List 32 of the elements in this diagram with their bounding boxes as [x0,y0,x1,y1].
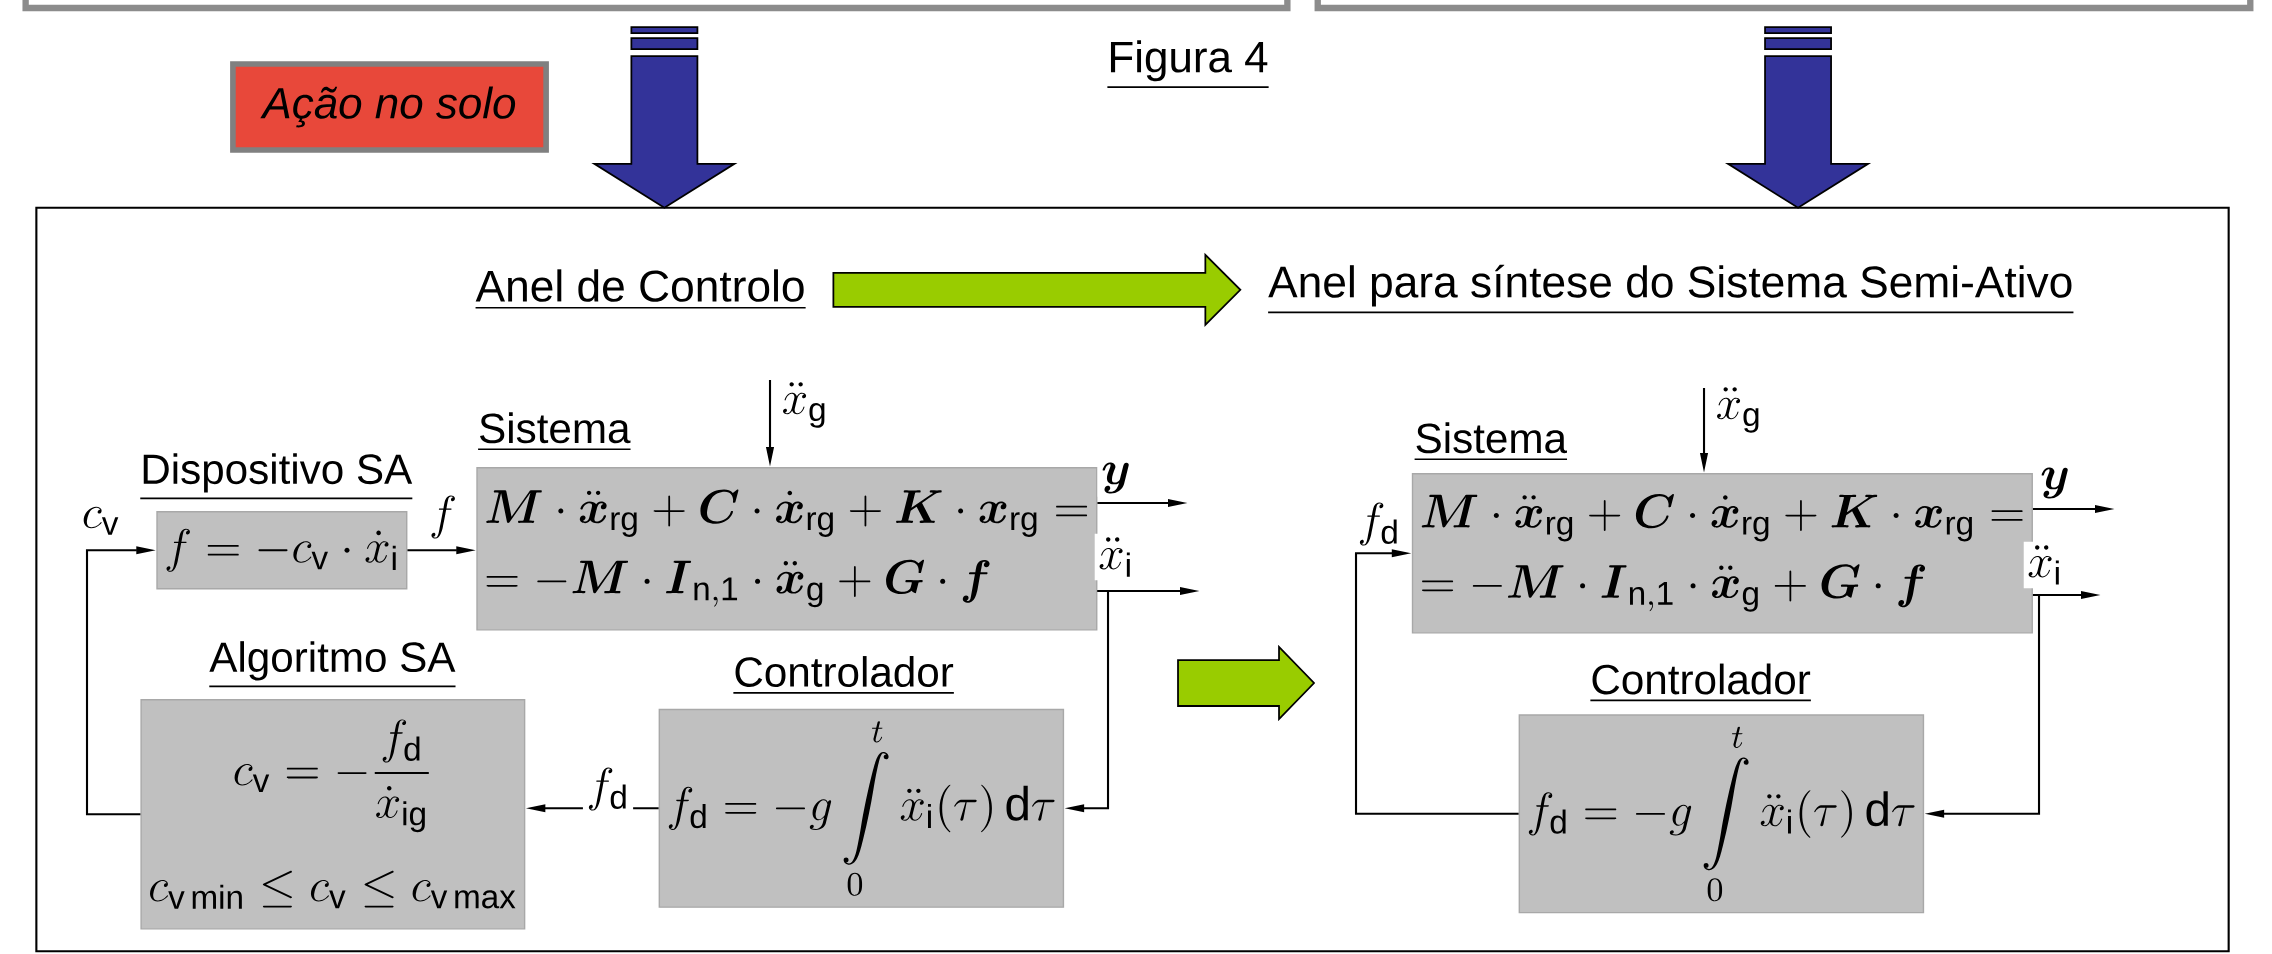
edge-label: $f_{\mathrm{d}}$ [582,764,634,814]
edge-label: $f_{\mathrm{d}}$ [1353,499,1405,549]
equation-block: $f_{\mathrm{d}}=-g\int\limits_{0}^{t}\ddot{x}_{\mathrm{i}}(\tau)\,\mathrm{d}\tau$ [1518,714,1925,914]
block-arrow [832,252,1242,327]
equation-block: $f=-c_{\mathrm{v}}\cdot\dot{x}_{\mathrm{i}}$ [156,511,408,590]
edge-label: $\ddot{x}_{\mathrm{g}}$ [1712,383,1766,437]
edge-label: $f$ [425,492,461,542]
section-title: Anel de Controlo [474,269,807,309]
block-heading: Controlador [732,656,955,694]
edge-label: $c_{\mathrm{v}}$ [78,503,124,539]
panel-box [22,0,1291,12]
edge-label: $\boldsymbol{y}$ [2036,464,2074,502]
section-title: Anel para síntese do Sistema Semi-Ativo [1267,264,2075,314]
edge-label: $\ddot{x}_{\mathrm{g}}$ [778,378,832,432]
block-heading: Controlador [1589,663,1812,702]
block-heading: Dispositivo SA [139,453,414,500]
equation-block: $f_{\mathrm{d}}=-g\int\limits_{0}^{t}\ddot{x}_{\mathrm{i}}(\tau)\,\mathrm{d}\tau$ [658,708,1065,908]
block-heading: Sistema [477,412,632,451]
edge-label: $\ddot{x}_{\mathrm{i}}$ [1094,533,1138,581]
arrow [1354,549,1519,815]
frame [35,206,2230,953]
block-arrow [591,26,738,209]
equation-block: $\boldsymbol{M}\cdot\ddot{\boldsymbol{x}}_{\mathrm{rg}}+\boldsymbol{C}\cdot\dot{\boldsymbol{x}}_{\mathrm{rg}}+\boldsymbol{K}\cdot\boldsymbol{x}_{\mathrm{rg}}=$ $=-\boldsymbol{M}\cdot\boldsymbol{I}_{\mathrm{n,1}}\cdot\ddot{\boldsymbol{x}}_{\mathrm{g}}+\boldsymbol{G}\cdot\boldsymbol{f}$ [476,467,1098,631]
equation-block: $c_{\mathrm{v}}=-\frac{f_{\mathrm{d}}}{\dot{x}_{\mathrm{ig}}}$ $c_{\mathrm{v\,min}}\le c_{\mathrm{v}}\le c_{\mathrm{v\,max}}$ [140,699,526,930]
block-heading: Sistema [1413,422,1568,461]
edge-label: $\ddot{x}_{\mathrm{i}}$ [2023,541,2067,589]
block-arrow [1724,26,1872,209]
action-tag: Ação no solo [230,61,549,153]
edge-label: $\boldsymbol{y}$ [1097,459,1135,497]
block-heading: Algoritmo SA [208,641,457,688]
panel-box [1314,0,2254,12]
figure-label: Figura 4 [1106,40,1270,89]
